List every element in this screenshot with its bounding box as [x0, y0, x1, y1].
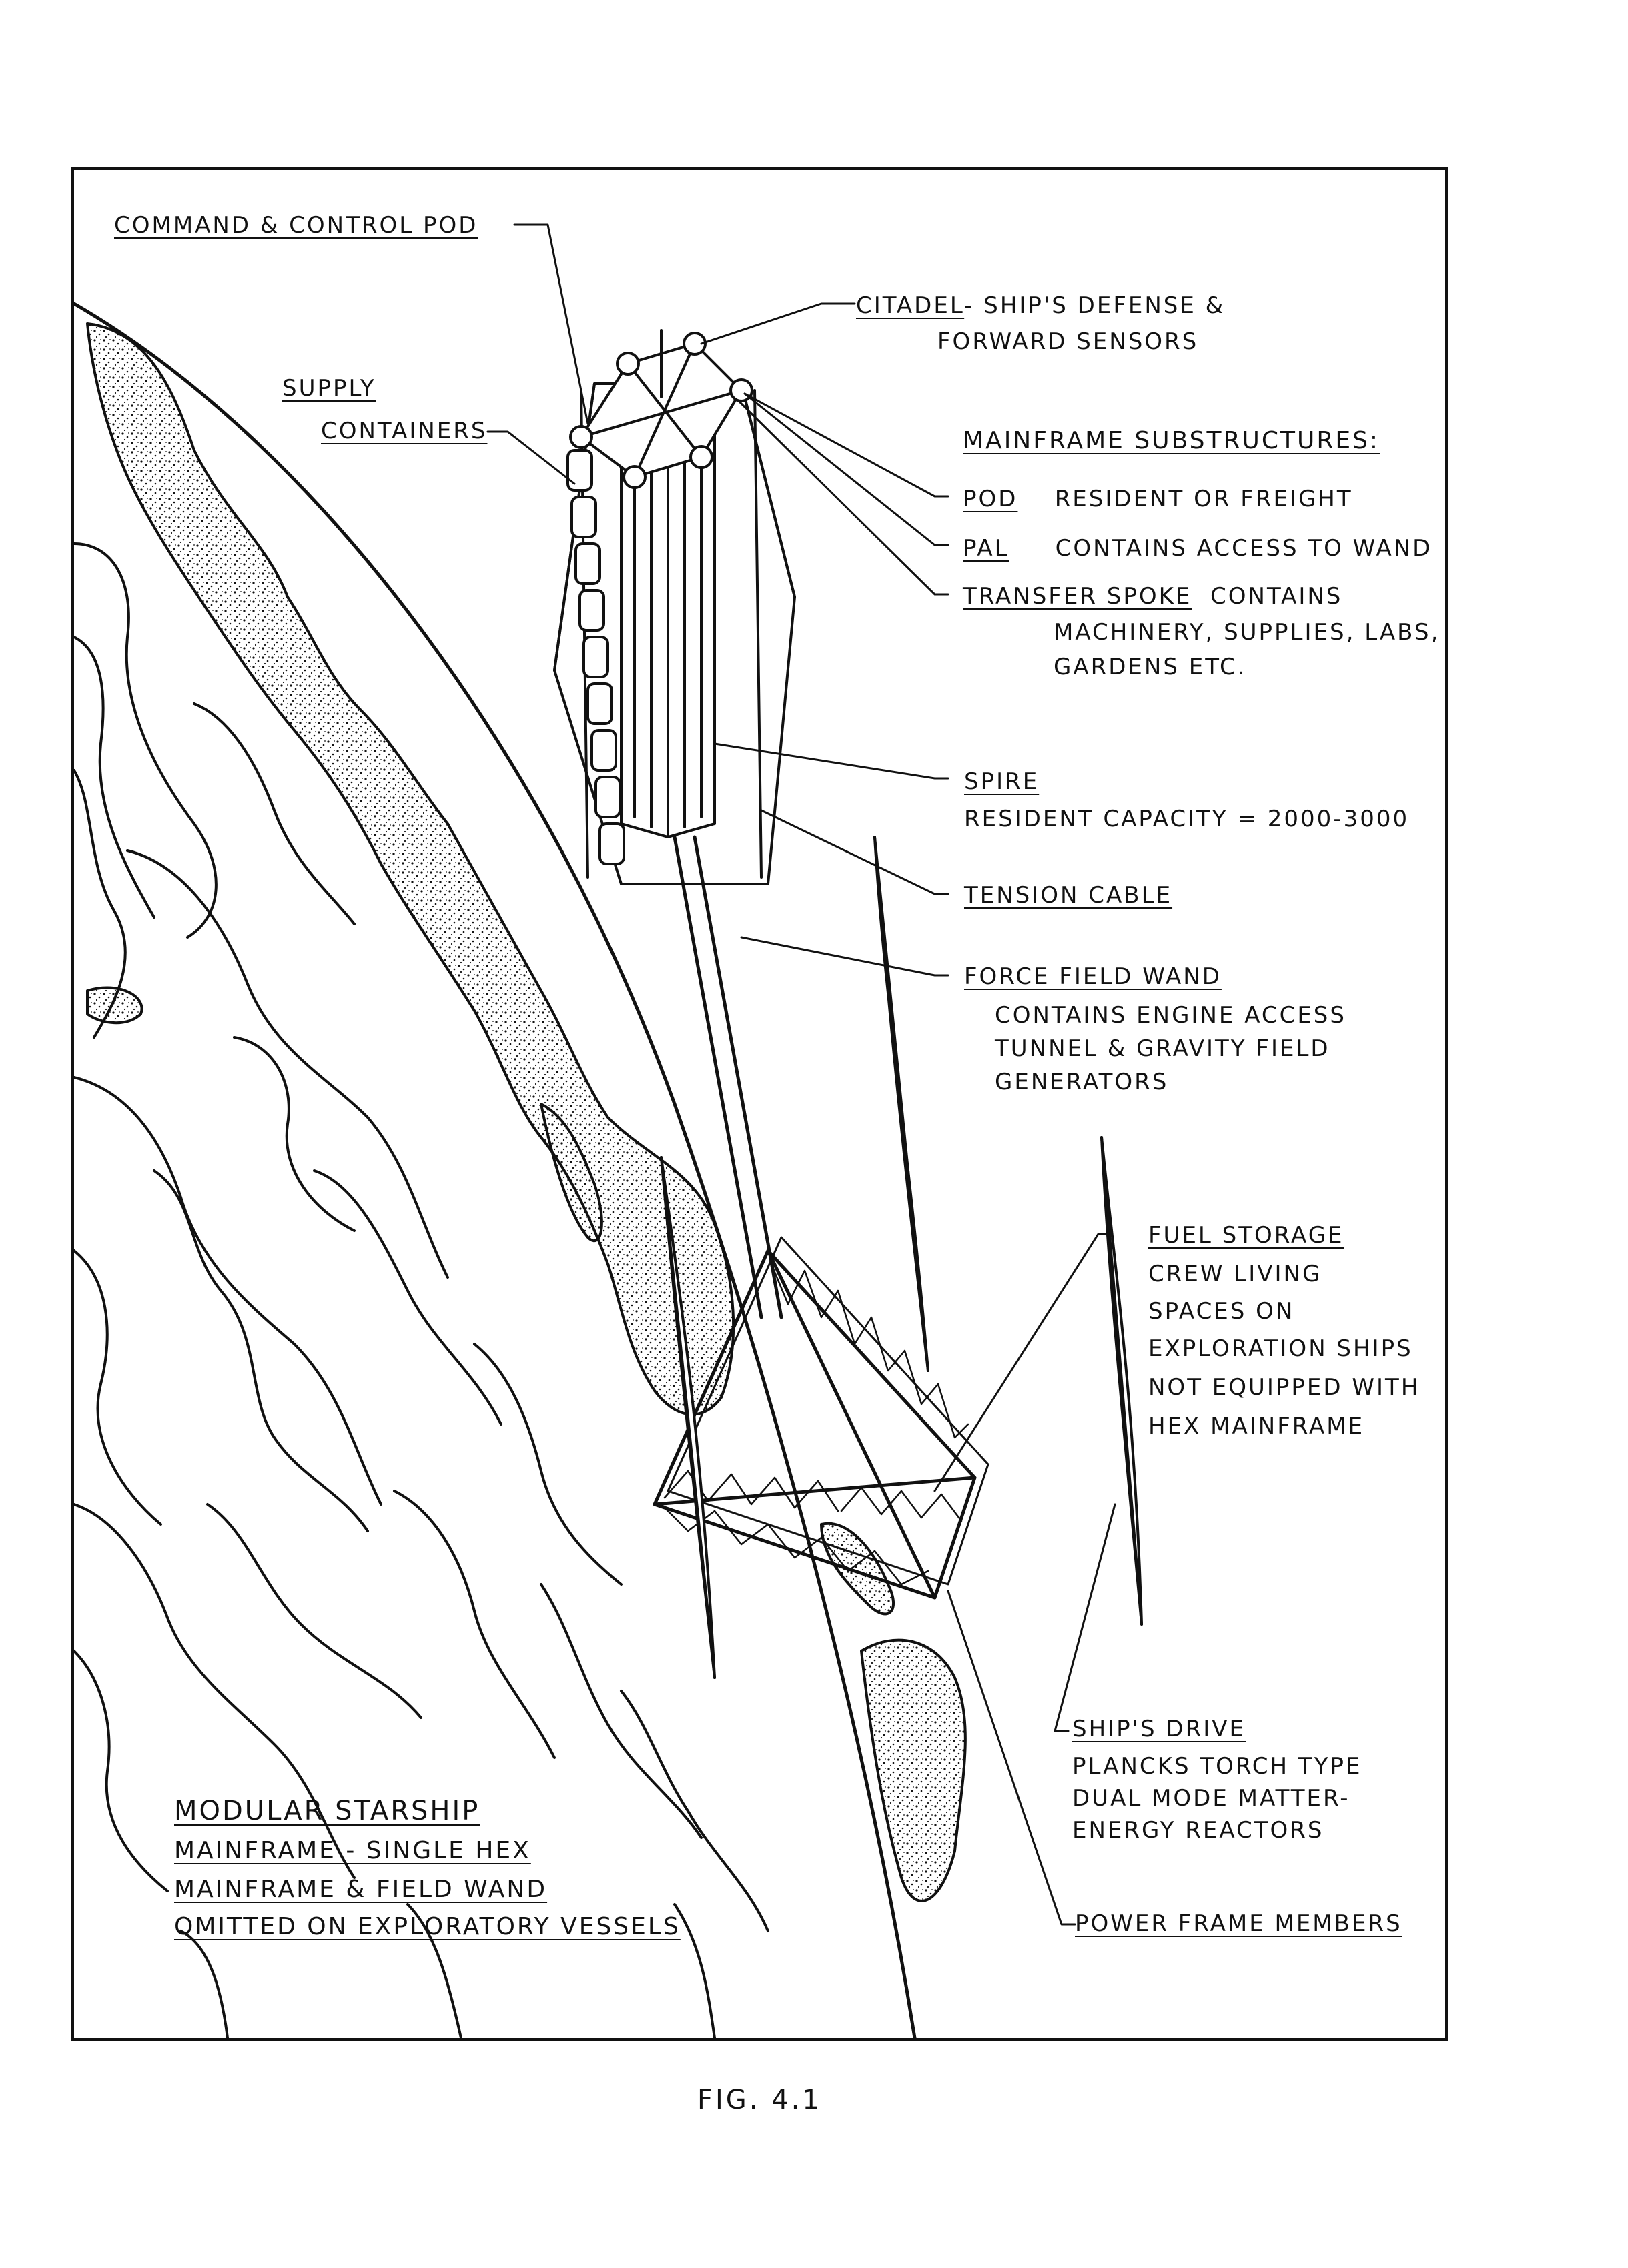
contour-lines	[74, 542, 769, 2038]
pods	[569, 332, 753, 489]
label-drive-desc1: PLANCKS TORCH TYPE	[1072, 1753, 1362, 1780]
label-wand-head: FORCE FIELD WAND	[964, 963, 1222, 990]
label-fuel-desc4: NOT EQUIPPED WITH	[1148, 1374, 1420, 1401]
label-drive-desc3: ENERGY REACTORS	[1072, 1817, 1324, 1844]
label-transfer-spoke-head: TRANSFER SPOKE	[963, 583, 1192, 610]
label-command-pod: COMMAND & CONTROL POD	[114, 212, 478, 239]
label-supply-line1: SUPPLY	[282, 375, 376, 402]
label-drive-desc2: DUAL MODE MATTER-	[1072, 1785, 1350, 1812]
label-citadel-head: CITADEL	[856, 292, 965, 319]
label-transfer-spoke-desc2: MACHINERY, SUPPLIES, LABS,	[1054, 619, 1441, 646]
label-transfer-spoke-desc3: GARDENS ETC.	[1054, 654, 1247, 680]
title-block-line3: OMITTED ON EXPLORATORY VESSELS	[174, 1913, 681, 1940]
label-pal: PAL CONTAINS ACCESS TO WAND	[963, 537, 1432, 560]
label-citadel: CITADEL- SHIP'S DEFENSE &	[856, 294, 1225, 317]
label-power-frame: POWER FRAME MEMBERS	[1075, 1910, 1402, 1937]
force-field-wand	[673, 835, 783, 1319]
label-wand-desc3: GENERATORS	[995, 1069, 1169, 1095]
title-block-line1: MAINFRAME - SINGLE HEX	[174, 1837, 531, 1864]
label-spire-desc: RESIDENT CAPACITY = 2000-3000	[964, 806, 1410, 832]
label-spire-head: SPIRE	[964, 768, 1040, 795]
label-fuel-desc3: EXPLORATION SHIPS	[1148, 1335, 1413, 1362]
label-mainframe-head: MAINFRAME SUBSTRUCTURES:	[963, 427, 1380, 454]
ships-drive	[660, 836, 1143, 1679]
label-wand-desc2: TUNNEL & GRAVITY FIELD	[995, 1035, 1330, 1062]
label-supply-line2: CONTAINERS	[321, 418, 488, 444]
continent	[86, 322, 967, 1902]
figure-frame: COMMAND & CONTROL POD CITADEL- SHIP'S DE…	[71, 167, 1448, 2041]
label-citadel-desc1: - SHIP'S DEFENSE &	[964, 292, 1226, 319]
label-fuel-desc1: CREW LIVING	[1148, 1261, 1322, 1287]
title-block-title: MODULAR STARSHIP	[174, 1796, 480, 1826]
label-pod-desc: RESIDENT OR FREIGHT	[1054, 486, 1353, 512]
planet	[74, 302, 917, 2038]
label-pal-desc: CONTAINS ACCESS TO WAND	[1055, 535, 1433, 562]
leader-lines	[486, 223, 1116, 1926]
label-pal-head: PAL	[963, 535, 1009, 562]
label-wand-desc1: CONTAINS ENGINE ACCESS	[995, 1002, 1346, 1029]
label-citadel-desc2: FORWARD SENSORS	[937, 328, 1199, 355]
label-transfer-spoke: TRANSFER SPOKE CONTAINS	[963, 585, 1342, 608]
starship-illustration	[74, 223, 1143, 2038]
label-pod-head: POD	[963, 486, 1018, 512]
label-fuel-desc5: HEX MAINFRAME	[1148, 1413, 1365, 1440]
label-pod: POD RESIDENT OR FREIGHT	[963, 488, 1353, 510]
label-fuel-desc2: SPACES ON	[1148, 1298, 1295, 1325]
citadel	[580, 329, 743, 478]
supply-containers	[566, 449, 625, 865]
figure-caption: FIG. 4.1	[697, 2085, 822, 2115]
label-transfer-spoke-desc1: CONTAINS	[1210, 583, 1343, 610]
label-drive-head: SHIP'S DRIVE	[1072, 1716, 1246, 1742]
title-block-line2: MAINFRAME & FIELD WAND	[174, 1876, 548, 1903]
label-fuel-head: FUEL STORAGE	[1148, 1222, 1344, 1249]
label-tension-cable: TENSION CABLE	[964, 882, 1173, 909]
